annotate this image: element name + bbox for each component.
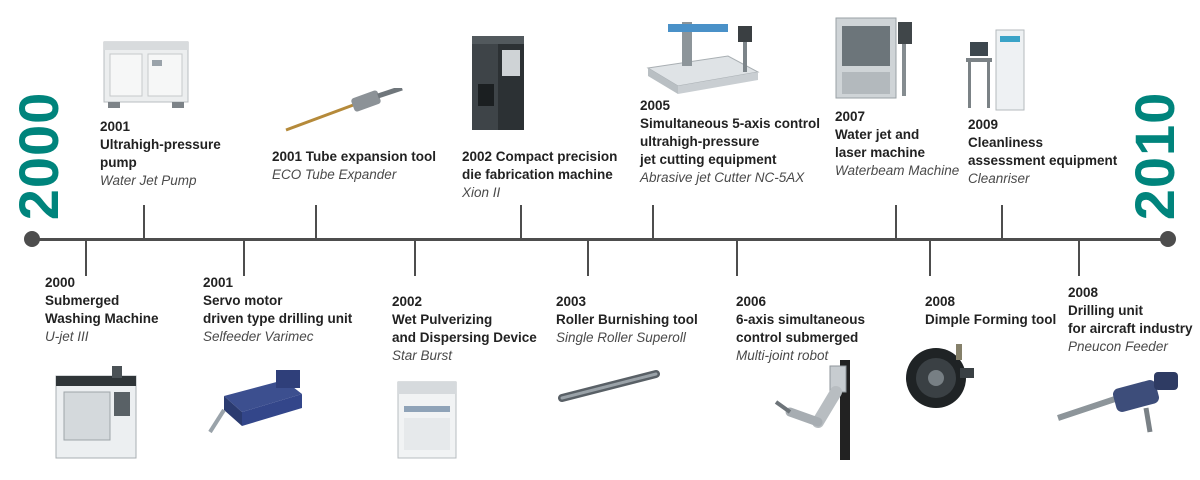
tick-2003 [587, 240, 589, 276]
star-burst-image [397, 381, 457, 459]
event-subtitle: Cleanriser [968, 171, 1030, 186]
waterbeam-machine-image [835, 17, 912, 99]
tick-2001-servo [243, 240, 245, 276]
event-subtitle: Abrasive jet Cutter NC-5AX [640, 170, 805, 185]
single-roller-superoll-image [558, 370, 660, 402]
year-end-label: 2010 [1123, 91, 1186, 221]
event-subtitle: Xion II [462, 185, 501, 200]
abrasive-jet-cutter-image [646, 22, 760, 94]
event-subtitle: Multi-joint robot [736, 348, 829, 363]
timeline-axis [32, 238, 1170, 241]
dimple-forming-tool-image [906, 344, 974, 408]
timeline-start-dot [24, 231, 40, 247]
tick-2001-pump [143, 205, 145, 239]
water-jet-pump-image [103, 41, 189, 108]
tick-2008-drill [1078, 240, 1080, 276]
event-subtitle: Waterbeam Machine [835, 163, 960, 178]
event-subtitle: Star Burst [392, 348, 453, 363]
tick-2002-xion [520, 205, 522, 239]
tick-2009 [1001, 205, 1003, 239]
tick-2000 [85, 240, 87, 276]
event-subtitle: Selfeeder Varimec [203, 329, 314, 344]
tick-2008-dimple [929, 240, 931, 276]
event-subtitle: Water Jet Pump [100, 173, 197, 188]
tick-2007 [895, 205, 897, 239]
year-start-label: 2000 [7, 91, 70, 221]
xion-ii-image [472, 36, 524, 130]
event-subtitle: U-jet III [45, 329, 89, 344]
event-2001-tube: 2001 Tube expansion tool ECO Tube Expand… [272, 148, 436, 184]
event-title: 2001 Tube expansion tool [272, 149, 437, 164]
selfeeder-varimec-image [208, 370, 302, 434]
cleanriser-image [966, 29, 1025, 111]
tube-expander-image [285, 88, 403, 132]
tick-2006 [736, 240, 738, 276]
multi-joint-robot-image [774, 360, 850, 460]
u-jet-iii-image [55, 366, 137, 459]
event-subtitle: ECO Tube Expander [272, 167, 397, 182]
tick-2005 [652, 205, 654, 239]
tick-2001-tube [315, 205, 317, 239]
tick-2002-star [414, 240, 416, 276]
pneucon-feeder-image [1057, 372, 1178, 433]
event-subtitle: Single Roller Superoll [556, 330, 686, 345]
timeline-end-dot [1160, 231, 1176, 247]
event-subtitle: Pneucon Feeder [1068, 339, 1168, 354]
